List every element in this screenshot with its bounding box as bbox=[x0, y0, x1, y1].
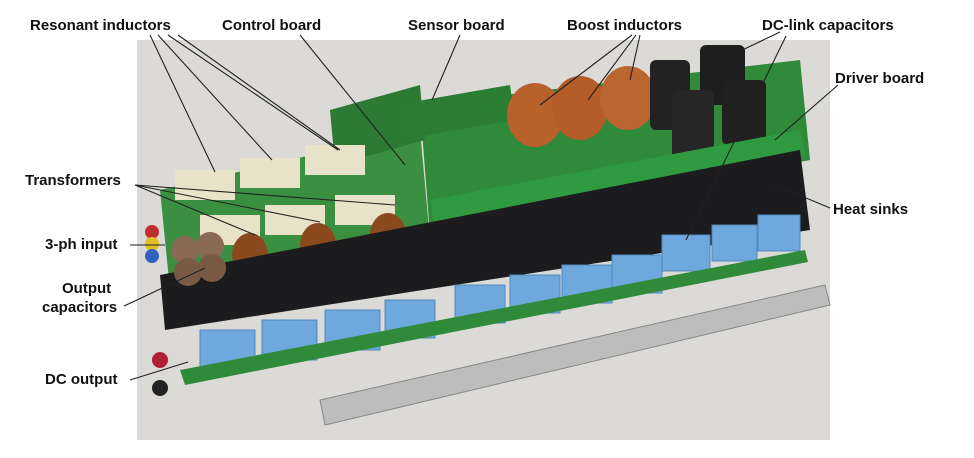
boost-inductor bbox=[552, 76, 608, 140]
input-terminal bbox=[145, 225, 159, 239]
label-output-capacitors-line2: capacitors bbox=[42, 299, 117, 316]
label-output-capacitors-line1: Output bbox=[62, 280, 111, 297]
output-capacitor bbox=[198, 254, 226, 282]
label-heat-sinks: Heat sinks bbox=[833, 201, 908, 218]
dc-link-capacitor bbox=[722, 80, 766, 145]
label-control-board: Control board bbox=[222, 17, 321, 34]
label-driver-board: Driver board bbox=[835, 70, 924, 87]
label-resonant-inductors: Resonant inductors bbox=[30, 17, 171, 34]
heat-sink bbox=[160, 150, 810, 330]
label-3ph-input: 3-ph input bbox=[45, 236, 117, 253]
boost-inductor bbox=[600, 66, 656, 130]
input-terminal bbox=[145, 249, 159, 263]
label-sensor-board: Sensor board bbox=[408, 17, 505, 34]
leader-lines bbox=[123, 31, 839, 381]
label-dc-link-capacitors: DC-link capacitors bbox=[762, 17, 894, 34]
bottom-pcb-edge bbox=[180, 250, 808, 385]
converter-photo bbox=[137, 40, 831, 440]
output-capacitor bbox=[196, 232, 224, 260]
transformers-shape bbox=[175, 145, 395, 245]
input-terminal bbox=[145, 237, 159, 251]
dc-output-terminal bbox=[152, 352, 168, 368]
ruler bbox=[319, 284, 831, 426]
label-transformers: Transformers bbox=[25, 172, 121, 189]
sensor-board-shape bbox=[395, 85, 515, 140]
dc-output-terminal bbox=[152, 380, 168, 396]
dc-link-capacitor bbox=[672, 90, 714, 160]
label-dc-output: DC output bbox=[45, 371, 117, 388]
output-capacitor bbox=[171, 236, 199, 264]
label-boost-inductors: Boost inductors bbox=[567, 17, 682, 34]
boost-inductor bbox=[507, 83, 563, 147]
output-capacitor bbox=[174, 258, 202, 286]
